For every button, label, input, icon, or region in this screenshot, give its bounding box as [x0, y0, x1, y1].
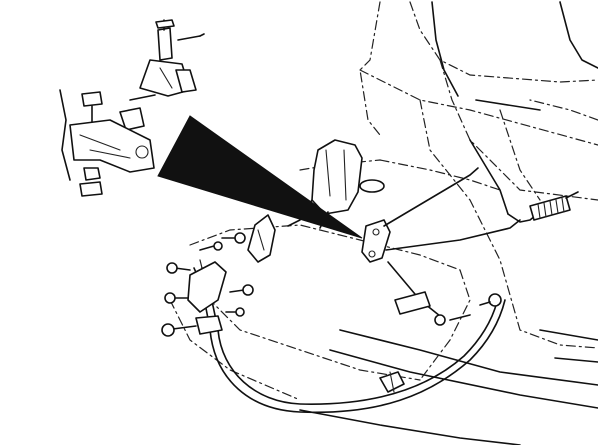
brake-cable	[193, 267, 506, 414]
cable-clip	[379, 371, 405, 393]
exploded-detail-assembly	[59, 19, 205, 197]
rear-fasteners	[394, 291, 502, 326]
callout-wedge	[157, 115, 363, 239]
vehicle-body-phantom	[359, 1, 598, 349]
frame-rail	[299, 329, 598, 445]
top-right-outline	[431, 1, 598, 111]
cable-equalizer-spring	[469, 139, 579, 223]
cable-bracket-left	[161, 261, 254, 337]
parking-brake-lever	[361, 219, 391, 263]
intermediate-lever	[199, 214, 276, 263]
